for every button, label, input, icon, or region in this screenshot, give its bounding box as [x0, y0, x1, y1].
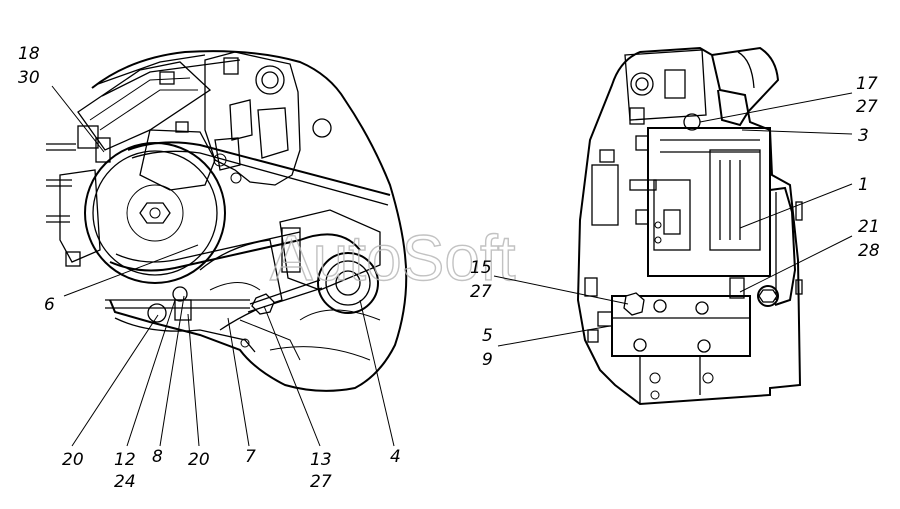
callout-3: 3 — [858, 126, 869, 146]
callout-21: 21 — [858, 217, 880, 237]
leader-20a — [71, 314, 159, 447]
upper-bracket — [77, 61, 212, 151]
callout-30: 30 — [18, 68, 40, 88]
callout-17: 17 — [856, 74, 878, 94]
mounting-bracket — [587, 292, 751, 404]
callout-24: 24 — [114, 472, 136, 492]
leader-20b — [187, 313, 200, 447]
leader-15-27 — [493, 275, 629, 305]
leader-13-27 — [263, 305, 321, 447]
callout-1: 1 — [858, 175, 869, 195]
leader-3 — [741, 129, 853, 135]
leader-1 — [739, 183, 853, 229]
callout-15: 15 — [470, 258, 492, 278]
callout-4: 4 — [390, 447, 401, 467]
callout-20-left: 20 — [62, 450, 84, 470]
leader-21-28 — [739, 235, 853, 293]
leader-7 — [227, 317, 250, 447]
callout-labels: 18 30 6 20 12 24 8 20 7 13 27 4 17 27 3 … — [18, 44, 880, 492]
leader-12-24 — [126, 299, 176, 447]
outlet-pipe — [711, 46, 780, 127]
right-view — [576, 46, 803, 406]
callout-8: 8 — [152, 447, 163, 467]
callout-28: 28 — [858, 241, 880, 261]
alternator-body — [629, 127, 771, 277]
engine-housing-outline — [91, 50, 408, 392]
callout-20-right: 20 — [188, 450, 210, 470]
callout-27-lower: 27 — [310, 472, 332, 492]
callout-5: 5 — [482, 326, 493, 346]
pulley — [84, 142, 226, 284]
callout-6: 6 — [44, 295, 55, 315]
leader-lines — [51, 85, 853, 447]
leader-17-27 — [699, 92, 853, 123]
leader-8 — [159, 295, 185, 447]
leader-4 — [359, 299, 395, 447]
tensioner-bracket — [199, 209, 381, 361]
left-view — [46, 50, 408, 392]
callout-12: 12 — [114, 450, 136, 470]
callout-13: 13 — [310, 450, 332, 470]
callout-27-upper: 27 — [856, 97, 878, 117]
leader-6 — [63, 244, 199, 297]
watermark-text: AutoSoft — [270, 222, 516, 294]
callout-9: 9 — [482, 350, 493, 370]
leader-5-9 — [497, 325, 611, 347]
adjusting-rod — [105, 279, 323, 361]
callout-27-mid: 27 — [470, 282, 492, 302]
callout-7: 7 — [245, 447, 256, 467]
leader-18-30 — [51, 85, 105, 153]
front-housing-outline — [576, 46, 802, 406]
drive-belt — [127, 141, 391, 196]
callout-18: 18 — [18, 44, 40, 64]
